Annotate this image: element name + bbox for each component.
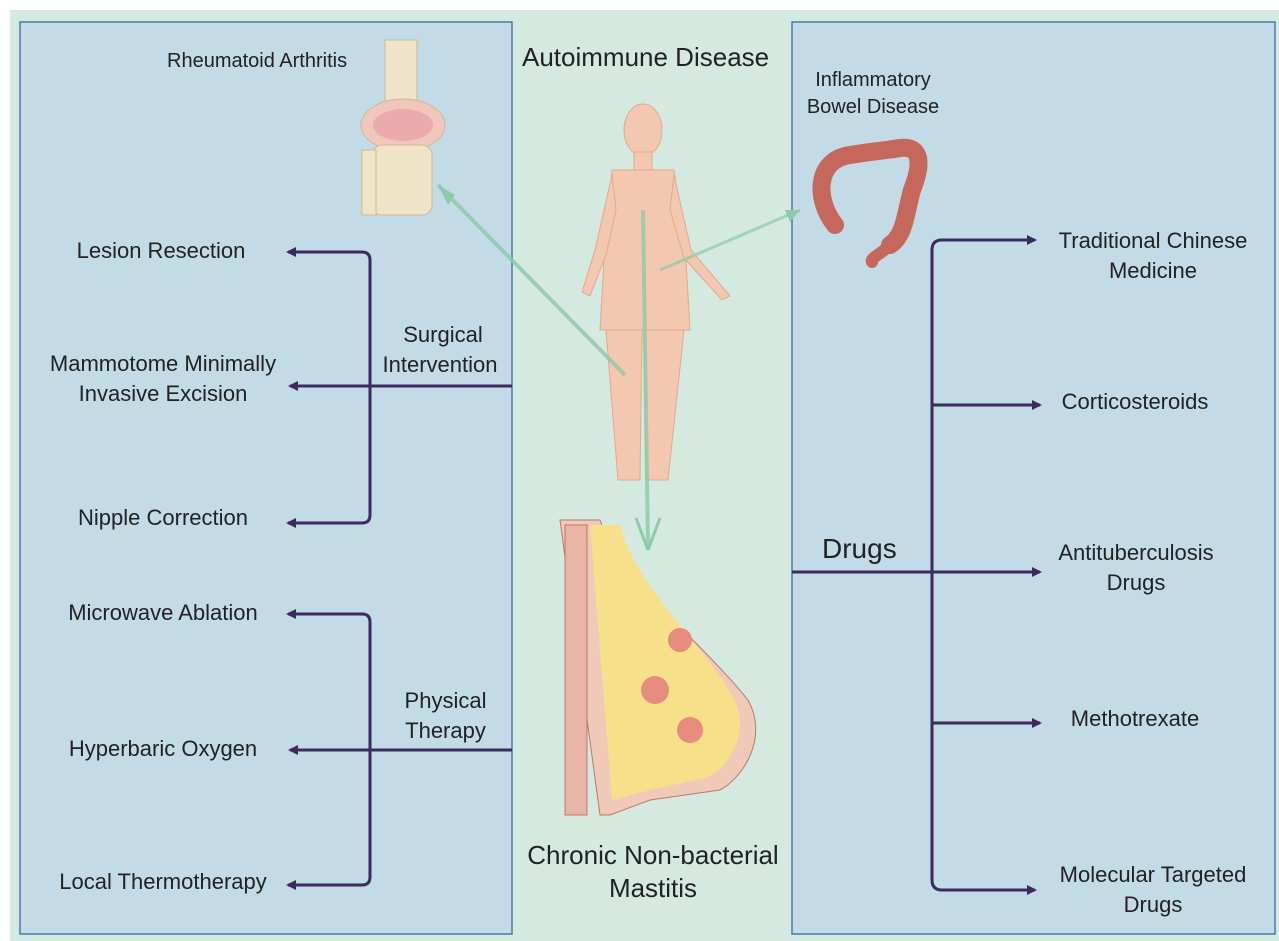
mastitis-label-line2: Mastitis [515,873,791,903]
antituberculosis-item-line1: Antituberculosis [1040,538,1232,568]
ibd-label-line1: Inflammatory [795,67,951,94]
antituberculosis-item-line2: Drugs [1040,568,1232,598]
autoimmune-disease-title: Autoimmune Disease [522,42,769,72]
tcm-item-line1: Traditional Chinese [1040,226,1266,256]
methotrexate-item: Methotrexate [1040,704,1230,734]
mastitis-label-line1: Chronic Non-bacterial [515,840,791,870]
physical-label-line1: Physical [378,686,513,716]
molecular-targeted-item-line1: Molecular Targeted [1040,860,1266,890]
tcm-item-line2: Medicine [1040,256,1266,286]
ibd-label-line2: Bowel Disease [795,94,951,121]
corticosteroids-item: Corticosteroids [1040,387,1230,417]
rheumatoid-arthritis-label: Rheumatoid Arthritis [167,48,347,75]
drugs-label: Drugs [822,534,897,564]
mammotome-item-line2: Invasive Excision [28,379,298,409]
molecular-targeted-item-line2: Drugs [1040,890,1266,920]
microwave-ablation-item: Microwave Ablation [30,598,296,628]
surgical-label-line2: Intervention [368,350,512,380]
local-thermotherapy-item: Local Thermotherapy [30,867,296,897]
nipple-correction-item: Nipple Correction [30,503,296,533]
left-panel [20,22,512,934]
surgical-label-line1: Surgical [378,320,508,350]
hyperbaric-oxygen-item: Hyperbaric Oxygen [30,734,296,764]
lesion-resection-item: Lesion Resection [30,236,292,266]
physical-label-line2: Therapy [378,716,513,746]
mammotome-item-line1: Mammotome Minimally [28,349,298,379]
